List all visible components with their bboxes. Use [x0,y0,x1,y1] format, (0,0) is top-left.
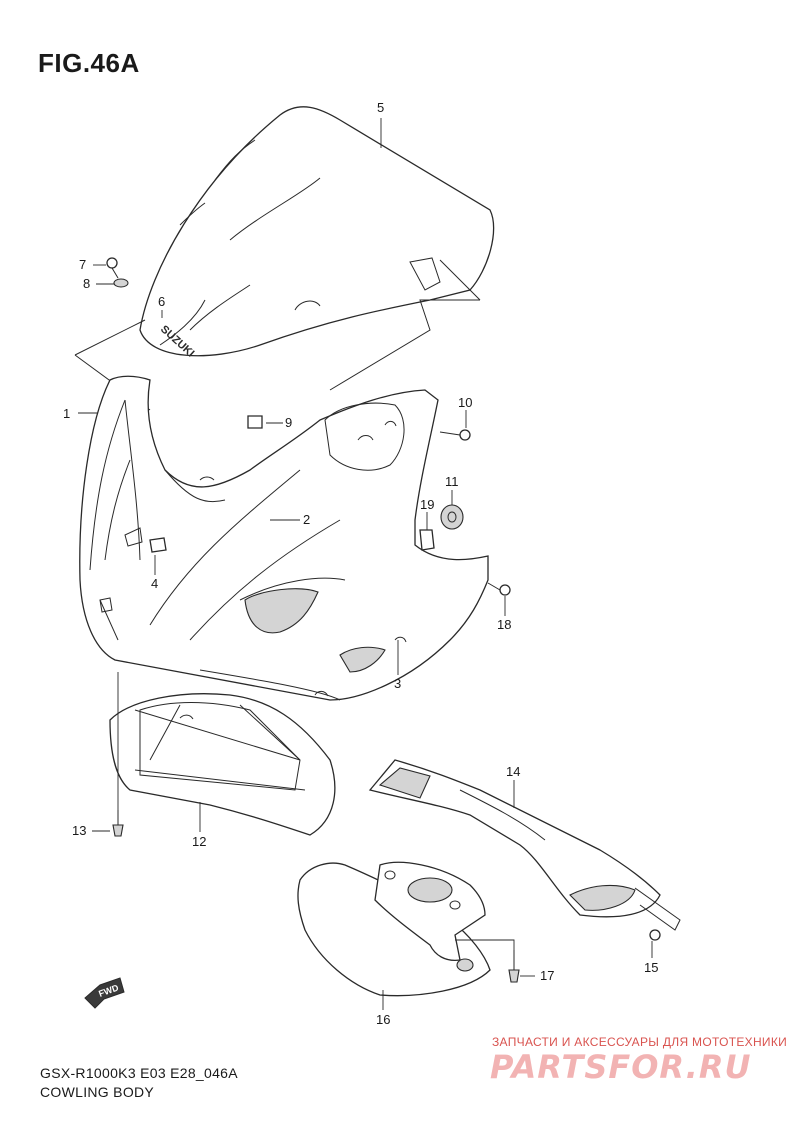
figure-caption: COWLING BODY [40,1084,155,1100]
callout-6: 6 [158,294,165,309]
washer-part-8 [113,278,129,288]
leader-lines [78,118,653,1010]
callout-12: 12 [192,834,206,849]
callout-7: 7 [79,257,86,272]
screw-part-18 [487,582,511,596]
callout-13: 13 [72,823,86,838]
duct-part-14 [368,759,681,931]
watermark-subtitle: ЗАПЧАСТИ И АКСЕССУАРЫ ДЛЯ МОТОТЕХНИКИ [492,1035,788,1049]
figure-title: FIG.46A [38,48,140,78]
screw-part-7 [106,257,119,279]
bolt-part-10 [439,429,471,441]
callout-5: 5 [377,100,384,115]
callout-3: 3 [394,676,401,691]
grommet-part-11 [440,504,464,530]
side-fairing-part-2 [149,402,405,641]
callout-14: 14 [506,764,520,779]
callout-numbers: 5 7 8 6 1 9 10 11 19 2 4 18 3 14 13 12 1… [63,100,658,1027]
clip-part-9 [247,415,263,429]
screw-part-13 [112,810,124,837]
bracket-part-19 [419,529,435,551]
callout-8: 8 [83,276,90,291]
watermark-brand: PARTSFOR.RU [490,1048,752,1086]
inner-panel-part-12 [109,693,336,836]
callout-18: 18 [497,617,511,632]
screw-part-17 [508,950,520,983]
nut-part-4 [149,537,167,553]
upper-cowling-part-1 [79,375,489,701]
callout-2: 2 [303,512,310,527]
callout-9: 9 [285,415,292,430]
callout-15: 15 [644,960,658,975]
callout-4: 4 [151,576,158,591]
callout-10: 10 [458,395,472,410]
callout-17: 17 [540,968,554,983]
screw-part-15 [649,929,661,941]
lower-inner-cover-part-16 [297,861,491,997]
model-code: GSX-R1000K3 E03 E28_046A [40,1065,238,1081]
callout-16: 16 [376,1012,390,1027]
callout-11: 11 [445,474,459,489]
fwd-arrow-icon: FWD [84,977,125,1009]
callout-1: 1 [63,406,70,421]
windscreen-part-5 [139,106,495,357]
callout-19: 19 [420,497,434,512]
lower-cowling-part-3 [199,636,407,701]
